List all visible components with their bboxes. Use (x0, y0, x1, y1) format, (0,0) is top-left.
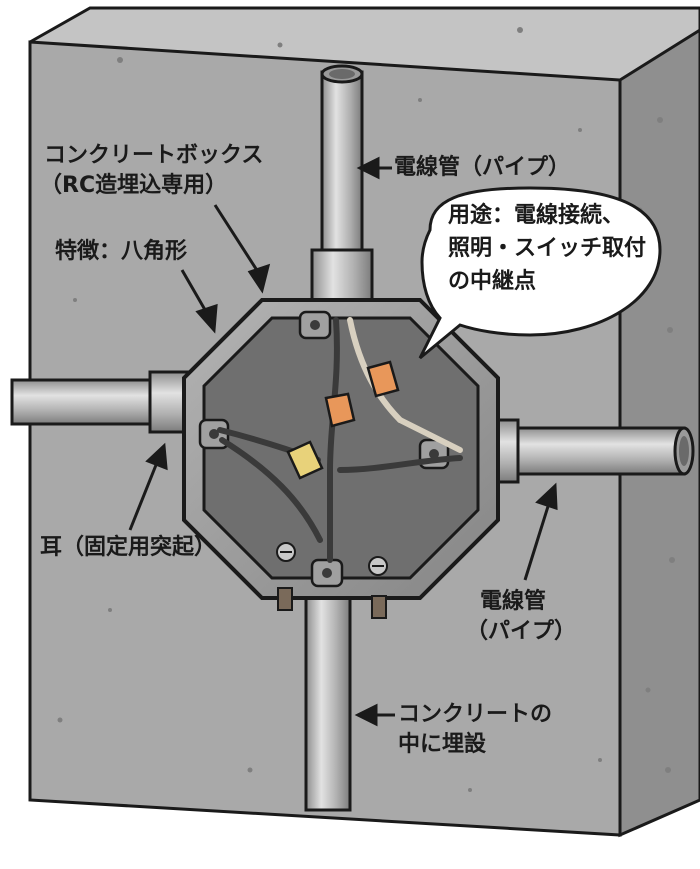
label-embed-line2: 中に埋設 (398, 732, 487, 757)
arrow-ear (128, 459, 160, 531)
label-pipe-right-line2: （パイプ） (466, 619, 577, 644)
wire-connector-orange-2 (366, 360, 400, 398)
label-pipe-right-line1: 電線管 (480, 589, 547, 614)
box-ear-bottom (310, 558, 344, 588)
label-box-line1: コンクリートボックス (44, 143, 264, 168)
arrow-feature (180, 269, 210, 316)
arrow-pipe-top-head (356, 156, 380, 180)
label-ear: 耳（固定用突起） (40, 535, 217, 560)
label-pipe-top: 電線管（パイプ） (394, 155, 571, 180)
bubble-line3: の中継点 (448, 269, 537, 294)
anchor-spike-icon (277, 587, 387, 619)
pipe-top (310, 64, 374, 302)
wire-connector-yellow (286, 440, 324, 480)
pipe-right (466, 418, 695, 484)
arrows (128, 156, 558, 727)
pipe-bottom (304, 578, 352, 812)
label-embed-line1: コンクリートの (398, 702, 553, 727)
screw-icon (276, 542, 388, 576)
box-ear-top (298, 310, 332, 340)
label-feature: 特徴：八角形 (55, 239, 188, 264)
octagonal-box (182, 298, 500, 619)
label-box-line2: （RC造埋込専用） (40, 173, 228, 198)
bubble-line1: 用途：電線接続、 (448, 203, 625, 228)
bubble-line2: 照明・スイッチ取付 (448, 236, 647, 261)
pipe-left (10, 370, 197, 434)
speech-bubble (418, 186, 662, 360)
arrow-feature-head (195, 303, 218, 334)
arrow-ear-head (145, 442, 168, 471)
arrow-box (213, 204, 262, 276)
arrow-pipe-right (523, 499, 552, 581)
wire-connector-orange-1 (324, 392, 356, 428)
arrow-pipe-right-head (535, 482, 558, 511)
arrow-box-head (247, 263, 271, 294)
arrow-embed-head (354, 703, 378, 727)
